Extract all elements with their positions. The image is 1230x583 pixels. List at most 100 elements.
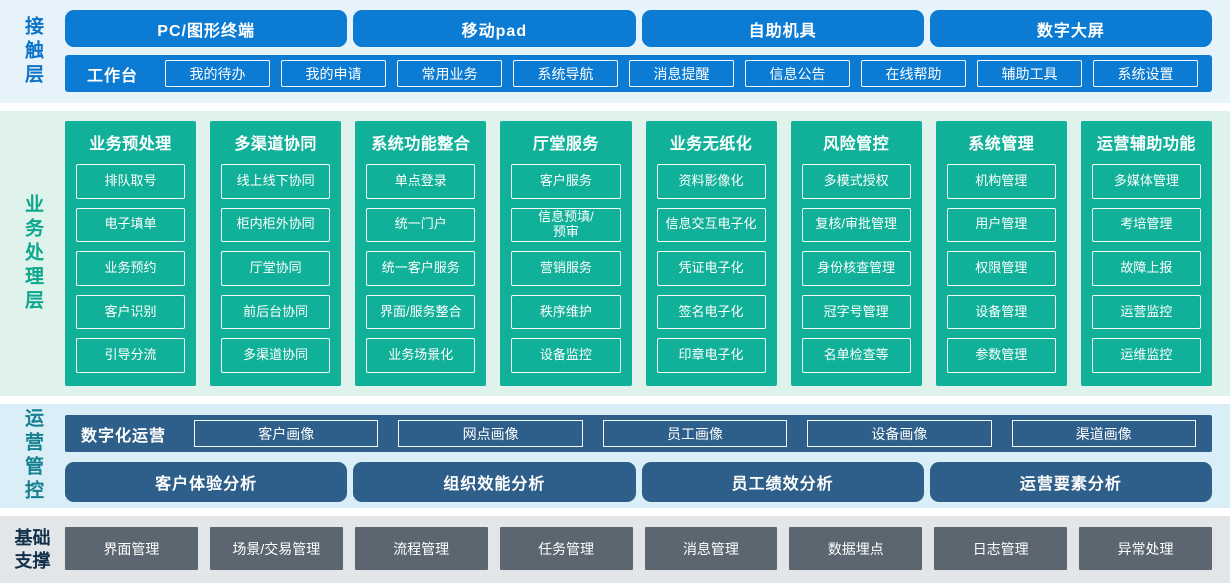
business-column-risk-control: 风险管控 多模式授权 复核/审批管理 身份核查管理 冠字号管理 名单检查等	[790, 121, 922, 386]
foundation-item: 异常处理	[1079, 527, 1212, 570]
business-layer-section: 业务处理层 业务预处理 排队取号 电子填单 业务预约 客户识别 引导分流 多渠道…	[0, 111, 1230, 396]
business-column-title: 运营辅助功能	[1096, 135, 1196, 153]
business-column-title: 厅堂服务	[532, 135, 599, 153]
analysis-bar-customer-experience: 客户体验分析	[65, 462, 348, 502]
foundation-layer-section: 基础支撑 界面管理 场景/交易管理 流程管理 任务管理 消息管理 数据埋点 日志…	[0, 516, 1230, 583]
business-column-item: 界面/服务整合	[366, 294, 476, 330]
terminal-bar-pc: PC/图形终端	[65, 10, 348, 47]
digital-operations-label: 数字化运营	[81, 427, 167, 445]
workbench-item: 系统导航	[513, 60, 619, 87]
business-column-item: 厅堂协同	[221, 251, 331, 286]
business-column-system-integration: 系统功能整合 单点登录 统一门户 统一客户服务 界面/服务整合 业务场景化	[355, 121, 487, 386]
foundation-item: 流程管理	[354, 527, 488, 570]
business-column-item: 机构管理	[946, 164, 1056, 199]
terminal-bar-mobile-pad: 移动pad	[353, 10, 636, 47]
workbench-item: 常用业务	[397, 60, 503, 87]
business-column-item: 排队取号	[76, 164, 186, 199]
digital-operations-item: 客户画像	[194, 420, 379, 447]
terminal-row: PC/图形终端 移动pad 自助机具 数字大屏	[65, 10, 1212, 47]
business-column-item: 名单检查等	[801, 338, 911, 373]
foundation-layer-label-column: 基础支撑	[0, 516, 65, 583]
business-layer-label: 业务处理层	[22, 193, 43, 314]
workbench-label: 工作台	[87, 67, 139, 85]
operations-layer-section: 运营管控 数字化运营 客户画像 网点画像 员工画像 设备画像 渠道画像 客户体验…	[0, 404, 1230, 508]
workbench-item: 在线帮助	[861, 60, 967, 87]
business-column-item: 复核/审批管理	[801, 207, 911, 243]
business-column-item: 设备管理	[946, 294, 1056, 330]
business-column-item: 前后台协同	[221, 294, 331, 330]
foundation-item: 任务管理	[499, 527, 633, 570]
foundation-layer-content: 界面管理 场景/交易管理 流程管理 任务管理 消息管理 数据埋点 日志管理 异常…	[65, 516, 1230, 583]
business-column-item: 印章电子化	[656, 338, 766, 373]
business-column-item: 考培管理	[1091, 207, 1201, 243]
analysis-bar-employee-performance: 员工绩效分析	[641, 462, 924, 502]
foundation-item: 数据埋点	[789, 527, 923, 570]
digital-operations-item: 设备画像	[807, 420, 992, 447]
foundation-item: 界面管理	[65, 527, 198, 570]
foundation-layer-label: 基础支撑	[14, 528, 51, 571]
business-column-item: 运维监控	[1091, 338, 1201, 373]
business-column-item: 凭证电子化	[656, 251, 766, 286]
business-column-item: 统一客户服务	[366, 251, 476, 286]
business-column-item: 柜内柜外协同	[221, 207, 331, 243]
foundation-row: 界面管理 场景/交易管理 流程管理 任务管理 消息管理 数据埋点 日志管理 异常…	[65, 527, 1212, 570]
foundation-item: 场景/交易管理	[209, 527, 343, 570]
operations-layer-content: 数字化运营 客户画像 网点画像 员工画像 设备画像 渠道画像 客户体验分析 组织…	[65, 404, 1230, 508]
business-column-hall-service: 厅堂服务 客户服务 信息预填/ 预审 营销服务 秩序维护 设备监控	[500, 121, 632, 386]
business-column-system-management: 系统管理 机构管理 用户管理 权限管理 设备管理 参数管理	[935, 121, 1067, 386]
business-column-item: 参数管理	[946, 338, 1056, 373]
workbench-bar: 工作台 我的待办 我的申请 常用业务 系统导航 消息提醒 信息公告 在线帮助 辅…	[65, 55, 1212, 92]
business-column-title: 风险管控	[823, 135, 890, 153]
business-layer-label-column: 业务处理层	[0, 111, 65, 396]
digital-operations-item: 员工画像	[602, 420, 788, 447]
analysis-bar-organization-efficiency: 组织效能分析	[353, 462, 636, 502]
business-column-item: 信息交互电子化	[656, 207, 766, 243]
business-column-item: 权限管理	[946, 251, 1056, 286]
digital-operations-item: 渠道画像	[1011, 420, 1196, 447]
business-column-item: 身份核查管理	[801, 251, 911, 286]
operations-layer-label: 运营管控	[22, 408, 43, 504]
business-column-title: 多渠道协同	[234, 135, 317, 153]
business-column-preprocessing: 业务预处理 排队取号 电子填单 业务预约 客户识别 引导分流	[65, 121, 197, 386]
business-column-item: 多渠道协同	[221, 338, 331, 373]
foundation-item: 日志管理	[934, 527, 1068, 570]
business-column-item: 用户管理	[946, 207, 1056, 243]
contact-layer-content: PC/图形终端 移动pad 自助机具 数字大屏 工作台 我的待办 我的申请 常用…	[65, 0, 1230, 103]
business-column-item: 秩序维护	[511, 294, 621, 330]
business-column-paperless: 业务无纸化 资料影像化 信息交互电子化 凭证电子化 签名电子化 印章电子化	[645, 121, 777, 386]
digital-operations-bar: 数字化运营 客户画像 网点画像 员工画像 设备画像 渠道画像	[65, 415, 1212, 452]
analysis-bar-operation-elements: 运营要素分析	[929, 462, 1212, 502]
contact-layer-label: 接触层	[22, 15, 43, 88]
workbench-item: 系统设置	[1093, 60, 1199, 87]
business-column-item: 资料影像化	[656, 164, 766, 199]
business-column-title: 业务预处理	[89, 135, 172, 153]
contact-layer-label-column: 接触层	[0, 0, 65, 103]
workbench-item: 我的待办	[165, 60, 271, 87]
business-column-item: 业务预约	[76, 251, 186, 286]
business-column-title: 业务无纸化	[669, 135, 753, 153]
business-column-item: 多媒体管理	[1091, 164, 1201, 199]
business-column-title: 系统功能整合	[371, 135, 471, 153]
business-column-item: 信息预填/ 预审	[511, 207, 621, 243]
business-column-title: 系统管理	[968, 135, 1035, 153]
business-column-item: 运营监控	[1091, 294, 1201, 330]
business-column-item: 设备监控	[511, 338, 621, 373]
workbench-item: 辅助工具	[977, 60, 1083, 87]
business-column-item: 冠字号管理	[801, 294, 911, 330]
business-column-item: 引导分流	[76, 338, 186, 373]
terminal-bar-self-service: 自助机具	[641, 10, 924, 47]
business-column-item: 业务场景化	[366, 338, 476, 373]
business-column-item: 营销服务	[511, 251, 621, 286]
business-column-item: 统一门户	[366, 207, 476, 243]
business-column-item: 客户服务	[511, 164, 621, 199]
operations-layer-label-column: 运营管控	[0, 404, 65, 508]
business-column-item: 客户识别	[76, 294, 186, 330]
business-column-multichannel: 多渠道协同 线上线下协同 柜内柜外协同 厅堂协同 前后台协同 多渠道协同	[210, 121, 342, 386]
terminal-bar-digital-screen: 数字大屏	[929, 10, 1212, 47]
business-column-item: 单点登录	[366, 164, 476, 199]
business-columns-row: 业务预处理 排队取号 电子填单 业务预约 客户识别 引导分流 多渠道协同 线上线…	[65, 121, 1212, 386]
analysis-row: 客户体验分析 组织效能分析 员工绩效分析 运营要素分析	[65, 462, 1212, 502]
contact-layer-section: 接触层 PC/图形终端 移动pad 自助机具 数字大屏 工作台 我的待办 我的申…	[0, 0, 1230, 103]
business-column-item: 故障上报	[1091, 251, 1201, 286]
